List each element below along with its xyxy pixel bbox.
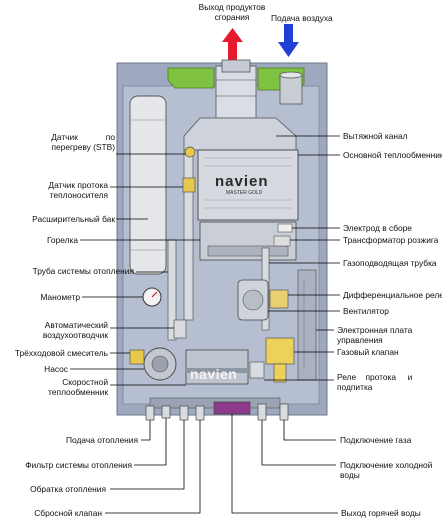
- brand-logo-sub: MASTER GOLD: [226, 190, 263, 196]
- gas-valve-part: [265, 337, 295, 365]
- label-cold-water: Подключение холодной воды: [340, 460, 433, 480]
- electrode-part: [277, 223, 293, 233]
- brand-logo-small: navien: [190, 366, 238, 382]
- secondary-exchanger-part: [185, 349, 249, 385]
- label-flow-sensor: Датчик протока теплоносителя: [48, 180, 108, 200]
- label-three-way-mixer: Трёхходовой смеситель: [14, 348, 108, 358]
- label-heating-supply: Подача отопления: [66, 435, 138, 445]
- label-control-board: Электронная плата управления: [337, 325, 413, 345]
- flow-relay-part: [249, 361, 265, 379]
- air-supply-label: Подача воздуха: [271, 13, 333, 23]
- brand-logo-main: navien: [215, 173, 269, 190]
- exhaust-hood: [183, 117, 297, 151]
- overheat-sensor-part: [184, 146, 196, 158]
- label-air-vent: Автоматический воздухоотводчик: [42, 320, 108, 340]
- bottom-callout-lines: [105, 414, 338, 514]
- connection-relief-valve: [195, 405, 205, 421]
- label-gas-valve: Газовый клапан: [337, 347, 399, 357]
- connection-cold-water: [257, 403, 267, 421]
- label-gas-connection: Подключение газа: [340, 435, 412, 445]
- connection-hot-water: [213, 401, 251, 415]
- diff-relay-part: [269, 289, 289, 309]
- connection-heating-filter: [161, 405, 171, 419]
- label-burner: Горелка: [46, 235, 78, 245]
- label-heating-return: Обратка отопления: [30, 484, 106, 494]
- air-arrow: [278, 24, 299, 57]
- exhaust-outlet-label: Выход продуктов сгорания: [198, 2, 266, 22]
- label-heating-filter: Фильтр системы отопления: [25, 460, 132, 470]
- heating-pipe-vertical: [183, 149, 194, 321]
- flue-pipe: [215, 65, 257, 119]
- transformer-part: [273, 235, 291, 247]
- control-board-part: [297, 269, 317, 381]
- label-pump: Насос: [44, 364, 68, 374]
- exhaust-arrow: [222, 28, 243, 60]
- label-ignition-transformer: Трансформатор розжига: [343, 235, 439, 245]
- label-manometer: Манометр: [40, 292, 80, 302]
- connection-gas: [279, 403, 289, 421]
- right-callout-lines: [264, 135, 340, 381]
- label-overheat-sensor: Датчик по перегреву (STB): [51, 132, 115, 152]
- flow-sensor-part: [182, 177, 196, 193]
- connection-heating-return: [179, 405, 189, 421]
- label-diff-relay: Дифференциальное реле: [343, 290, 442, 300]
- label-electrode: Электрод в сборе: [343, 223, 412, 233]
- label-relief-valve: Сбросной клапан: [34, 508, 102, 518]
- air-vent-part: [173, 319, 187, 339]
- label-fan: Вентилятор: [343, 306, 389, 316]
- label-flow-relay: Реле протока и подпитка: [337, 372, 413, 392]
- expansion-tank: [129, 95, 167, 275]
- main-exchanger: [197, 149, 299, 221]
- three-way-mixer-part: [129, 349, 145, 365]
- label-gas-pipe: Газоподводящая трубка: [343, 258, 437, 268]
- label-exhaust-duct: Вытяжной канал: [343, 131, 408, 141]
- top-mount-plate-left: [167, 67, 215, 89]
- label-hot-water: Выход горячей воды: [341, 508, 421, 518]
- label-main-exchanger: Основной теплообменник: [343, 150, 442, 160]
- air-pipe: [279, 73, 303, 105]
- label-secondary-exchanger: Скоростной теплообменник: [48, 377, 108, 397]
- connection-heating-supply: [145, 405, 155, 421]
- label-expansion-tank: Расширительный бак: [32, 214, 115, 224]
- left-callout-lines: [70, 153, 200, 386]
- label-heating-pipe: Труба системы отопления: [32, 266, 134, 276]
